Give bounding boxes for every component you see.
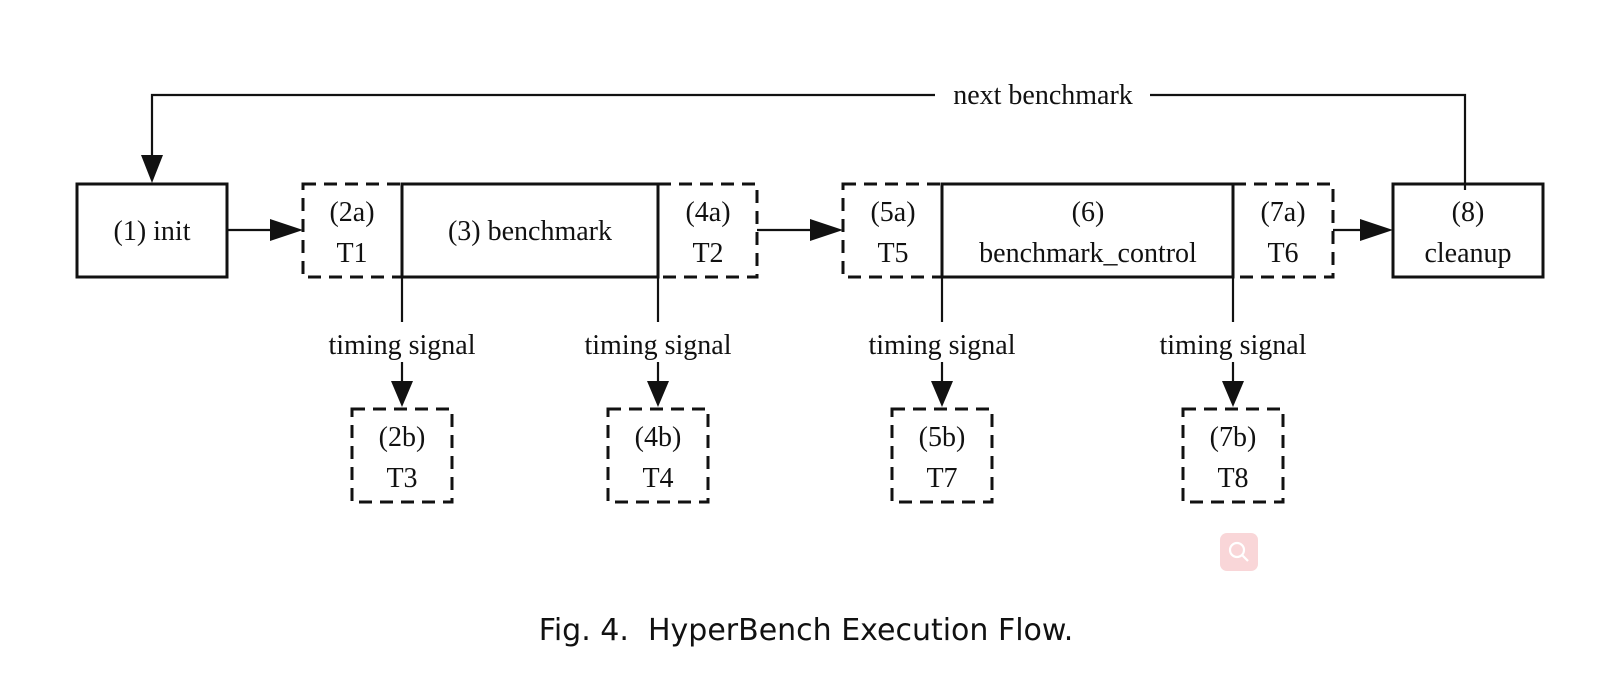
t1-box	[301, 182, 404, 279]
t3-name: T3	[386, 463, 417, 494]
t2-box	[656, 182, 759, 279]
t5-box	[841, 182, 944, 279]
init-node: (1) init	[75, 182, 229, 279]
t4-name: T4	[642, 463, 673, 494]
arrowhead-t6-to-cleanup	[1360, 219, 1393, 241]
t1-name: T1	[336, 238, 367, 269]
t4-box	[606, 407, 710, 504]
t5-name: T5	[877, 238, 908, 269]
t8-name: T8	[1217, 463, 1248, 494]
arrowhead-init-to-t1	[270, 219, 303, 241]
t4-id: (4b)	[635, 422, 682, 453]
init-label: (1) init	[114, 216, 191, 247]
timing-signal-label-4: timing signal	[1160, 330, 1307, 361]
timing-signal-label-1: timing signal	[329, 330, 476, 361]
t2-node: (4a) T2	[656, 182, 759, 279]
timing-arrowhead-1	[391, 381, 413, 407]
timing-branch-4: timing signal (7b) T8	[1160, 277, 1307, 504]
t3-box	[350, 407, 454, 504]
timing-signal-label-2: timing signal	[585, 330, 732, 361]
figure-caption: Fig. 4. HyperBench Execution Flow.	[539, 613, 1073, 648]
loop-line-right	[1150, 93, 1467, 190]
search-icon[interactable]	[1220, 533, 1258, 571]
t6-name: T6	[1267, 238, 1298, 269]
t2-id: (4a)	[685, 197, 730, 228]
t1-id: (2a)	[329, 197, 374, 228]
next-benchmark-label: next benchmark	[953, 80, 1133, 111]
t6-node: (7a) T6	[1231, 182, 1335, 279]
t5-id: (5a)	[870, 197, 915, 228]
t8-box	[1181, 407, 1285, 504]
timing-branch-3: timing signal (5b) T7	[869, 277, 1016, 504]
cleanup-id: (8)	[1452, 197, 1485, 228]
arrowhead-t2-to-t5	[810, 219, 843, 241]
timing-arrowhead-3	[931, 381, 953, 407]
t5-node: (5a) T5	[841, 182, 944, 279]
loop-line-left	[150, 93, 935, 165]
cleanup-box	[1391, 182, 1545, 279]
cleanup-name: cleanup	[1424, 238, 1511, 269]
timing-arrowhead-4	[1222, 381, 1244, 407]
t6-box	[1231, 182, 1335, 279]
t8-id: (7b)	[1210, 422, 1257, 453]
benchmark-label: (3) benchmark	[448, 216, 612, 247]
t6-id: (7a)	[1260, 197, 1305, 228]
benchmark-control-id: (6)	[1072, 197, 1105, 228]
benchmark-node: (3) benchmark	[400, 182, 660, 279]
t2-name: T2	[692, 238, 723, 269]
timing-signal-label-3: timing signal	[869, 330, 1016, 361]
loop-arrowhead	[141, 155, 163, 183]
timing-branch-2: timing signal (4b) T4	[585, 277, 732, 504]
t7-name: T7	[926, 463, 957, 494]
loop-edge: next benchmark	[141, 80, 1467, 190]
timing-arrowhead-2	[647, 381, 669, 407]
cleanup-node: (8) cleanup	[1391, 182, 1545, 279]
benchmark-control-node: (6) benchmark_control	[940, 182, 1235, 279]
t7-id: (5b)	[919, 422, 966, 453]
timing-branch-1: timing signal (2b) T3	[329, 277, 476, 504]
t1-node: (2a) T1	[301, 182, 404, 279]
t7-box	[890, 407, 994, 504]
t3-id: (2b)	[379, 422, 426, 453]
benchmark-control-name: benchmark_control	[979, 238, 1197, 269]
